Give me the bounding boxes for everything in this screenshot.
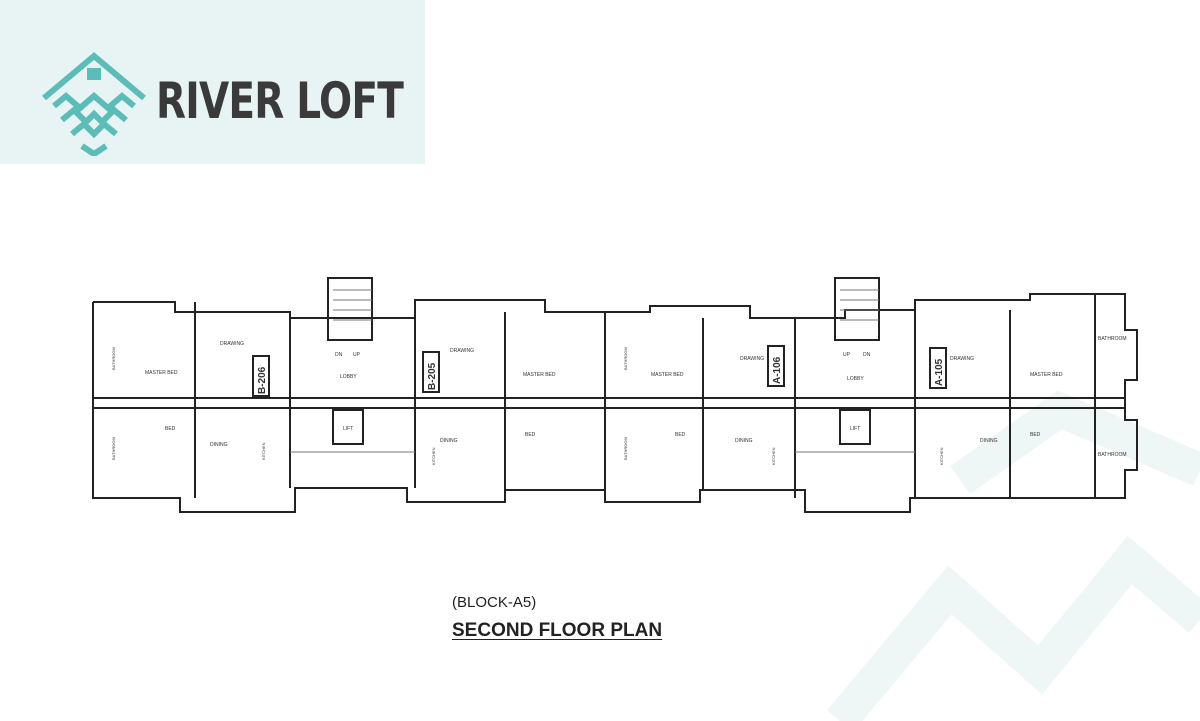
room-label: DRAWING <box>950 356 974 362</box>
room-label: DINING <box>735 438 753 444</box>
room-label: BED <box>165 426 176 432</box>
room-label: BATHROOM <box>111 347 116 370</box>
unit-tag-a105: A-105 <box>934 358 945 386</box>
room-label: LOBBY <box>847 376 864 382</box>
room-label: KITCHEN <box>261 442 266 460</box>
room-label: LOBBY <box>340 374 357 380</box>
room-label: BED <box>525 432 536 438</box>
room-label: BATHROOM <box>623 437 628 460</box>
room-label: LIFT <box>850 426 860 432</box>
room-label: UP <box>353 352 361 358</box>
brand-name: RIVER LOFT <box>156 72 404 130</box>
background-watermark <box>826 390 1200 721</box>
unit-tag-b205: B-205 <box>427 362 438 390</box>
room-label: DINING <box>210 442 228 448</box>
room-label: MASTER BED <box>651 372 684 378</box>
room-label: BATHROOM <box>1098 452 1127 458</box>
room-label: DN <box>863 352 871 358</box>
room-label: MASTER BED <box>1030 372 1063 378</box>
room-label: BED <box>1030 432 1041 438</box>
house-waves-logo-icon <box>42 52 146 156</box>
room-label: DN <box>335 352 343 358</box>
block-label: (BLOCK-A5) <box>452 594 537 611</box>
unit-tag-a106: A-106 <box>772 356 783 384</box>
room-label: KITCHEN <box>939 447 944 465</box>
unit-tag-b206: B-206 <box>257 366 268 394</box>
room-label: BATHROOM <box>1098 336 1127 342</box>
room-label: BED <box>675 432 686 438</box>
room-label: DINING <box>440 438 458 444</box>
room-label: KITCHEN <box>431 447 436 465</box>
room-label: MASTER BED <box>145 370 178 376</box>
room-label: BATHROOM <box>623 347 628 370</box>
room-label: DINING <box>980 438 998 444</box>
room-label: MASTER BED <box>523 372 556 378</box>
room-label: DRAWING <box>220 341 244 347</box>
brand-header: RIVER LOFT <box>0 0 425 164</box>
room-label: DRAWING <box>450 348 474 354</box>
room-label: UP <box>843 352 851 358</box>
room-label: BATHROOM <box>111 437 116 460</box>
room-label: DRAWING <box>740 356 764 362</box>
room-label: KITCHEN <box>771 447 776 465</box>
floor-plan-drawing: B-206 B-205 A-106 A-105 MASTER BED DRAWI… <box>92 277 1138 513</box>
plan-title: SECOND FLOOR PLAN <box>452 620 663 641</box>
room-label: LIFT <box>343 426 353 432</box>
